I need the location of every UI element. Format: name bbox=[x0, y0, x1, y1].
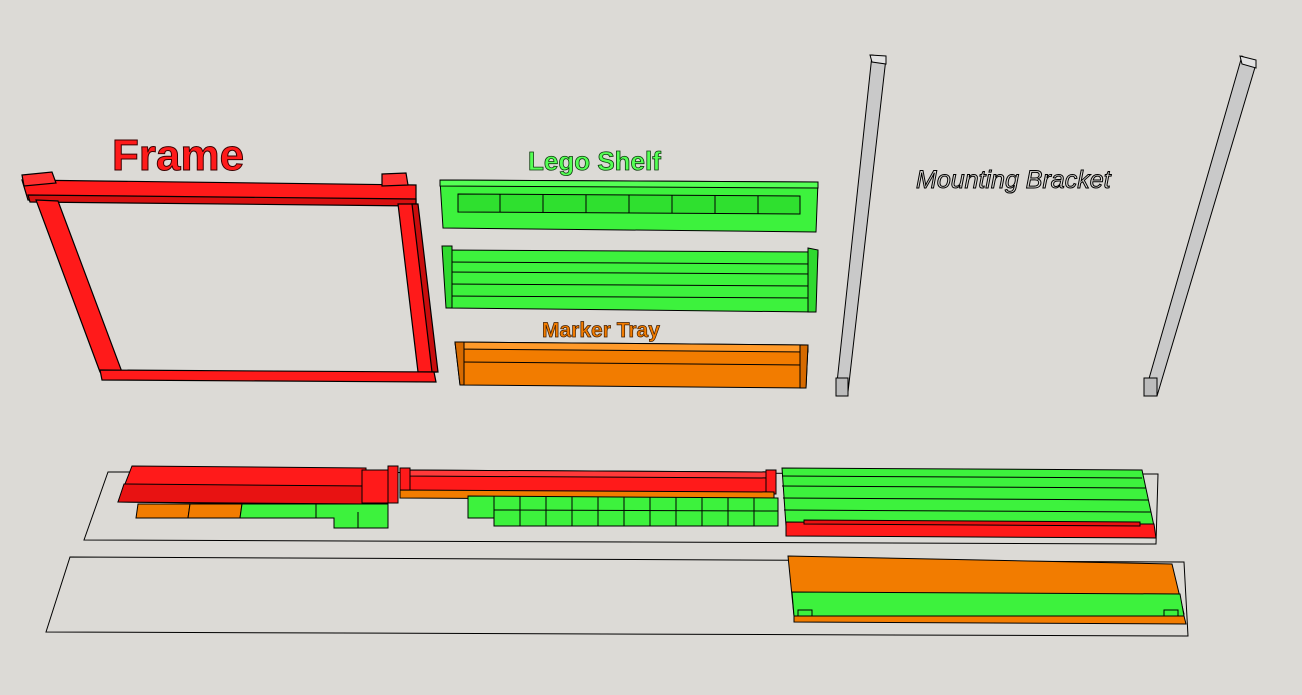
frame-left-stile bbox=[35, 199, 123, 373]
frame-top-block-left bbox=[21, 171, 57, 187]
marker-tray-end-right bbox=[799, 344, 809, 389]
frame-top-block-right bbox=[381, 172, 409, 187]
frame-right-stile-side bbox=[411, 203, 439, 373]
slat-cut bbox=[781, 475, 1143, 479]
marker-tray-groove bbox=[461, 361, 803, 366]
slat-cut bbox=[783, 509, 1152, 513]
slat-cut bbox=[782, 497, 1149, 501]
lego-shelf-assembly bbox=[439, 179, 819, 313]
mounting-bracket-assembly bbox=[835, 54, 1257, 397]
cut-red-strip-top bbox=[803, 519, 1141, 527]
slat-end-left bbox=[441, 245, 453, 309]
frame-label: Frame bbox=[112, 131, 244, 180]
slat-cut bbox=[781, 485, 1147, 489]
slat-end-right bbox=[807, 247, 819, 313]
cut-red-cap-right bbox=[765, 469, 777, 495]
cut-orange-2 bbox=[187, 503, 243, 519]
cut-red-2 bbox=[361, 469, 389, 504]
cut-orange-edge bbox=[793, 615, 1187, 625]
frame-bottom-rail bbox=[99, 369, 437, 383]
cut-green-2 bbox=[315, 503, 389, 529]
slat-line bbox=[445, 271, 817, 275]
cut-orange-1 bbox=[135, 503, 191, 519]
bracket-right-foot bbox=[1143, 377, 1158, 397]
slat-line bbox=[445, 261, 817, 265]
lego-shelf-label: Lego Shelf bbox=[528, 146, 661, 176]
mounting-bracket-label: Mounting Bracket bbox=[916, 166, 1112, 194]
marker-tray-assembly bbox=[454, 341, 809, 389]
slat-line bbox=[446, 295, 816, 299]
marker-tray-label: Marker Tray bbox=[542, 319, 660, 342]
bracket-right bbox=[1143, 55, 1257, 397]
panel-notch-left bbox=[797, 609, 813, 617]
bracket-left-foot bbox=[835, 377, 849, 397]
lego-shelf-slats bbox=[444, 249, 819, 313]
frame-assembly bbox=[21, 171, 439, 383]
cut-green-1 bbox=[239, 503, 317, 519]
cut-red-3 bbox=[387, 465, 399, 504]
lego-shelf-lip bbox=[439, 179, 819, 189]
cut-red-long-top bbox=[403, 469, 775, 479]
cut-green-panel bbox=[791, 591, 1185, 617]
cut-list-board-2 bbox=[45, 555, 1189, 637]
bracket-right-cap bbox=[1239, 55, 1257, 69]
marker-tray-end-left bbox=[454, 341, 465, 386]
cut-list-board-1 bbox=[83, 465, 1159, 545]
panel-notch-right bbox=[1163, 609, 1179, 617]
slat-line bbox=[446, 283, 816, 287]
bracket-left bbox=[835, 54, 887, 393]
stud-row bbox=[493, 509, 779, 512]
cut-red-1-face bbox=[117, 483, 367, 505]
bracket-left-cap bbox=[869, 54, 887, 65]
